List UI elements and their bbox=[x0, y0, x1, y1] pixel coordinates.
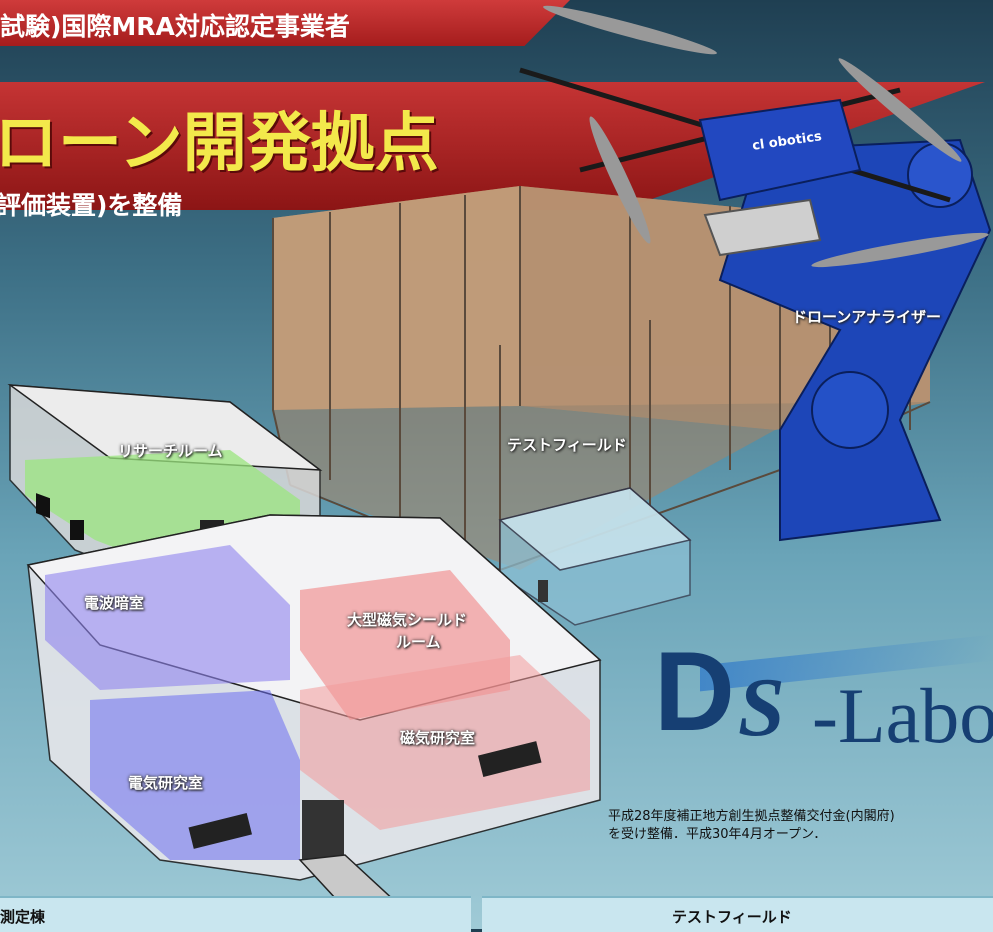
measurement-building bbox=[26, 514, 602, 926]
logo-letter-s: S bbox=[738, 661, 785, 754]
page-subtitle: 評価装置)を整備 bbox=[0, 191, 183, 220]
label-shield-room-2: ルーム bbox=[396, 633, 441, 651]
tab-label-test-field: テストフィールド bbox=[672, 908, 792, 926]
label-electric-lab: 電気研究室 bbox=[128, 774, 204, 792]
caption: 平成28年度補正地方創生拠点整備交付金(内閣府) を受け整備．平成30年4月オー… bbox=[608, 808, 993, 844]
top-banner: 試験)国際MRA対応認定事業者 bbox=[0, 0, 570, 46]
caption-line-2: を受け整備．平成30年4月オープン． bbox=[608, 827, 827, 842]
tab-measurement-building: 測定棟 bbox=[0, 896, 471, 932]
label-shield-room: 大型磁気シールド bbox=[347, 611, 468, 629]
logo-letter-d: D bbox=[654, 629, 735, 754]
top-banner-text: 試験)国際MRA対応認定事業者 bbox=[0, 12, 350, 41]
label-research-room: リサーチルーム bbox=[118, 442, 223, 460]
control-booth bbox=[498, 487, 692, 626]
tab-test-field: テストフィールド bbox=[482, 896, 993, 932]
label-drone-analyzer: ドローンアナライザー bbox=[792, 308, 941, 326]
test-field-structure bbox=[272, 186, 931, 572]
page-title: ローン開発拠点 bbox=[0, 107, 439, 181]
drone-illustration bbox=[519, 5, 989, 268]
tab-label-measurement: 測定棟 bbox=[0, 908, 46, 926]
label-magnetic-lab: 磁気研究室 bbox=[400, 729, 476, 747]
logo-labo: -Labo bbox=[812, 672, 993, 759]
label-anechoic-chamber: 電波暗室 bbox=[84, 594, 145, 612]
caption-line-1: 平成28年度補正地方創生拠点整備交付金(内閣府) bbox=[608, 809, 895, 824]
label-test-field: テストフィールド bbox=[507, 436, 627, 454]
